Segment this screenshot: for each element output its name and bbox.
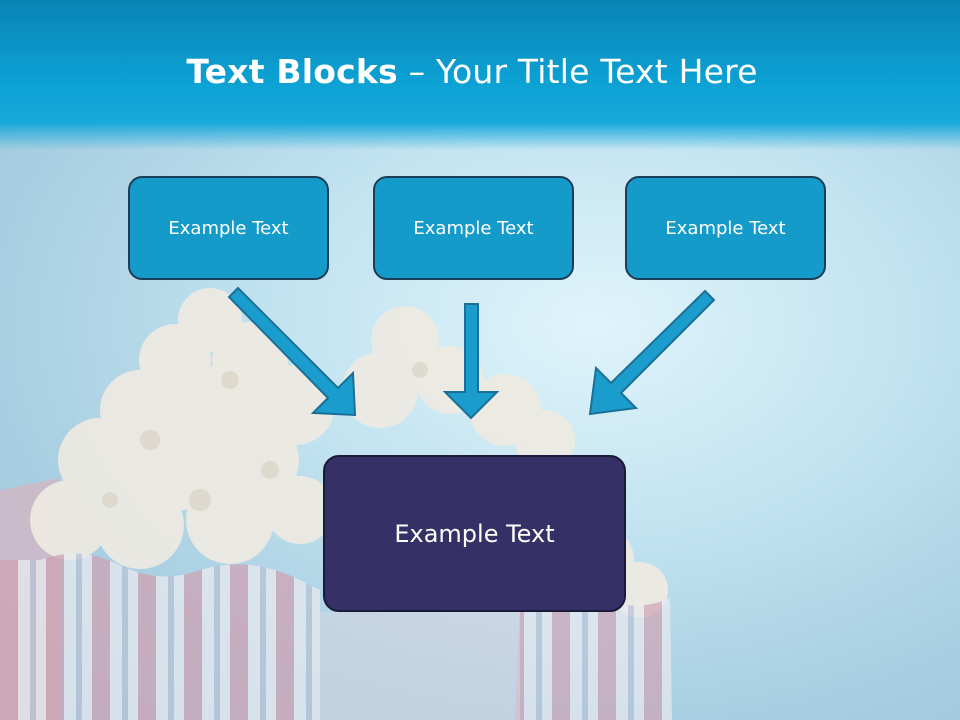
target-text-block[interactable]: Example Text (323, 455, 626, 612)
text-block-1[interactable]: Example Text (128, 176, 329, 280)
text-block-3-label: Example Text (665, 217, 786, 239)
arrow-right-icon (588, 289, 716, 416)
title-bar (0, 0, 960, 150)
target-text-block-label: Example Text (394, 519, 555, 548)
title-bold: Text Blocks (186, 52, 398, 91)
slide-title: Text Blocks – Your Title Text Here (0, 52, 944, 91)
text-block-3[interactable]: Example Text (625, 176, 826, 280)
arrow-center-icon (442, 303, 500, 420)
arrow-left-icon (227, 286, 357, 417)
title-dash: – (408, 52, 426, 91)
text-block-2[interactable]: Example Text (373, 176, 574, 280)
text-block-2-label: Example Text (413, 217, 534, 239)
text-block-1-label: Example Text (168, 217, 289, 239)
title-rest: Your Title Text Here (436, 52, 758, 91)
